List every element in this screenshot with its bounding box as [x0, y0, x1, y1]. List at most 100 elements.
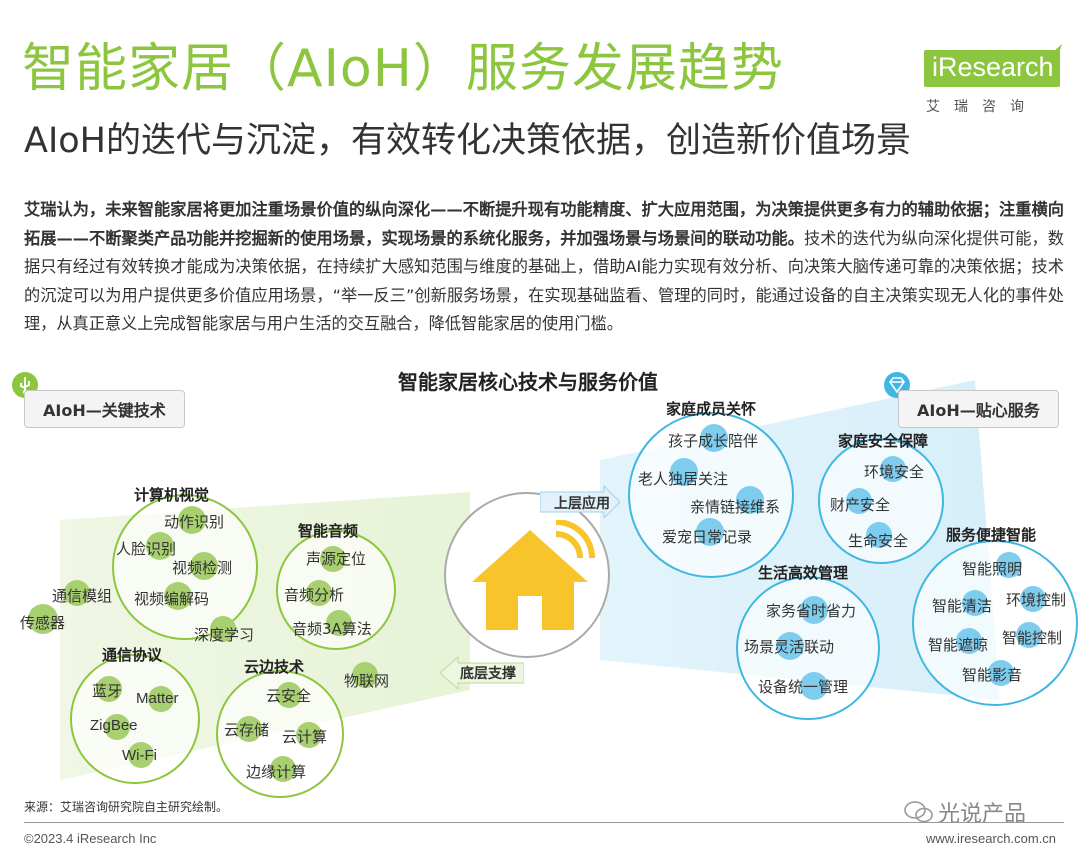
life-head: 生活高效管理	[758, 564, 849, 582]
watermark: 光说产品	[938, 802, 1027, 827]
dot	[270, 756, 296, 782]
audio-item: 音频分析	[284, 586, 345, 604]
edge-item: 云计算	[282, 728, 328, 746]
dot	[28, 604, 58, 634]
dot	[320, 546, 346, 572]
convenience-item: 智能控制	[1002, 629, 1063, 647]
dot	[276, 682, 302, 708]
comm-item: ZigBee	[90, 717, 138, 734]
edge-item: 云存储	[224, 721, 270, 739]
security-head: 家庭安全保障	[838, 432, 929, 450]
cv-item: 视频检测	[172, 559, 233, 577]
iresearch-logo: iResearch	[924, 44, 1064, 94]
dot	[326, 610, 352, 636]
lower-arrow-label: 底层支撑	[460, 666, 516, 682]
edge-head: 云边技术	[244, 658, 305, 676]
audio-head: 智能音频	[298, 522, 359, 540]
lower-arrow-shape	[440, 655, 524, 691]
dot	[210, 616, 236, 642]
family-item: 老人独居关注	[638, 470, 729, 488]
copyright: ©2023.4 iResearch Inc	[24, 831, 157, 846]
dot	[64, 580, 90, 606]
edge-item: 边缘计算	[246, 763, 307, 781]
convenience-item: 环境控制	[1006, 591, 1067, 609]
dot	[670, 458, 698, 486]
standalone-tech: 传感器	[20, 614, 66, 632]
dot	[306, 580, 332, 606]
dot	[846, 488, 872, 514]
family-item: 孩子成长陪伴	[668, 432, 759, 450]
dot	[988, 660, 1014, 686]
security-item: 生命安全	[848, 532, 909, 550]
dot	[128, 742, 154, 768]
edge-item: 云安全	[266, 687, 312, 705]
cv-item: 人脸识别	[116, 540, 177, 558]
comm-head: 通信协议	[102, 646, 163, 664]
wechat-icon	[904, 801, 933, 823]
dot	[1016, 622, 1042, 648]
comm-item: Wi-Fi	[122, 747, 157, 764]
audio-item: 音频3A算法	[292, 620, 372, 638]
dot	[190, 552, 218, 580]
family-head: 家庭成员关怀	[666, 400, 757, 418]
life-item: 家务省时省力	[766, 602, 857, 620]
dot	[736, 486, 764, 514]
left-badge: AIoH—关键技术	[24, 390, 185, 428]
convenience-item: 智能遮晾	[928, 636, 989, 654]
page-subtitle: AIoH的迭代与沉淀，有效转化决策依据，创造新价值场景	[24, 121, 911, 161]
convenience-head: 服务便捷智能	[946, 526, 1037, 544]
life-item: 场景灵活联动	[744, 638, 835, 656]
dot	[352, 662, 378, 688]
convenience-item: 智能影音	[962, 666, 1023, 684]
footer-divider	[24, 822, 1064, 823]
dot	[296, 722, 322, 748]
dot	[962, 590, 988, 616]
life-item: 设备统一管理	[758, 678, 849, 696]
source-note: 来源：艾瑞咨询研究院自主研究绘制。	[24, 800, 229, 814]
audio-item: 声源定位	[306, 550, 367, 568]
family-item: 亲情链接维系	[690, 498, 781, 516]
website-link[interactable]: www.iresearch.com.cn	[926, 831, 1057, 846]
diagram-title: 智能家居核心技术与服务价值	[398, 370, 658, 394]
dot	[800, 596, 828, 624]
dot	[164, 582, 192, 610]
right-badge: AIoH—贴心服务	[898, 390, 1059, 428]
dot	[996, 552, 1022, 578]
dot	[146, 532, 174, 560]
page-title: 智能家居（AIoH）服务发展趋势	[22, 39, 784, 99]
intro-bold: 艾瑞认为，未来智能家居将更加注重场景价值的纵向深化——不断提升现有功能精度、扩大…	[24, 200, 1064, 248]
logo-text: iResearch	[924, 50, 1060, 88]
dot	[96, 676, 122, 702]
dot	[776, 632, 804, 660]
dot	[178, 506, 206, 534]
dot	[956, 628, 982, 654]
comm-item: Matter	[136, 690, 179, 707]
intro-normal: 技术的迭代为纵向深化提供可能，数据只有经过有效转换才能成为决策依据，在持续扩大感…	[24, 228, 1064, 334]
security-item: 环境安全	[864, 463, 925, 481]
dot	[148, 686, 174, 712]
standalone-tech: 深度学习	[194, 626, 255, 644]
family-item: 爱宠日常记录	[662, 528, 753, 546]
standalone-tech: 物联网	[344, 672, 390, 690]
cv-item: 视频编解码	[134, 590, 210, 608]
cv-head: 计算机视觉	[134, 486, 210, 504]
intro-paragraph: 艾瑞认为，未来智能家居将更加注重场景价值的纵向深化——不断提升现有功能精度、扩大…	[24, 196, 1064, 339]
smart-home-icon	[472, 520, 595, 630]
convenience-item: 智能照明	[962, 560, 1023, 578]
dot	[104, 714, 130, 740]
dot	[880, 456, 906, 482]
standalone-tech: 通信模组	[52, 587, 113, 605]
dot	[800, 672, 828, 700]
dot	[696, 518, 724, 546]
upper-arrow-label: 上层应用	[554, 496, 610, 512]
upper-arrow-shape	[540, 484, 620, 520]
cv-item: 动作识别	[164, 513, 225, 531]
security-item: 财产安全	[830, 496, 891, 514]
logo-cn-text: 艾瑞咨询	[926, 99, 1038, 115]
dot	[700, 424, 728, 452]
convenience-item: 智能清洁	[932, 597, 993, 615]
dot	[236, 716, 262, 742]
dot	[866, 522, 892, 548]
comm-item: 蓝牙	[92, 682, 123, 700]
dot	[1020, 586, 1046, 612]
